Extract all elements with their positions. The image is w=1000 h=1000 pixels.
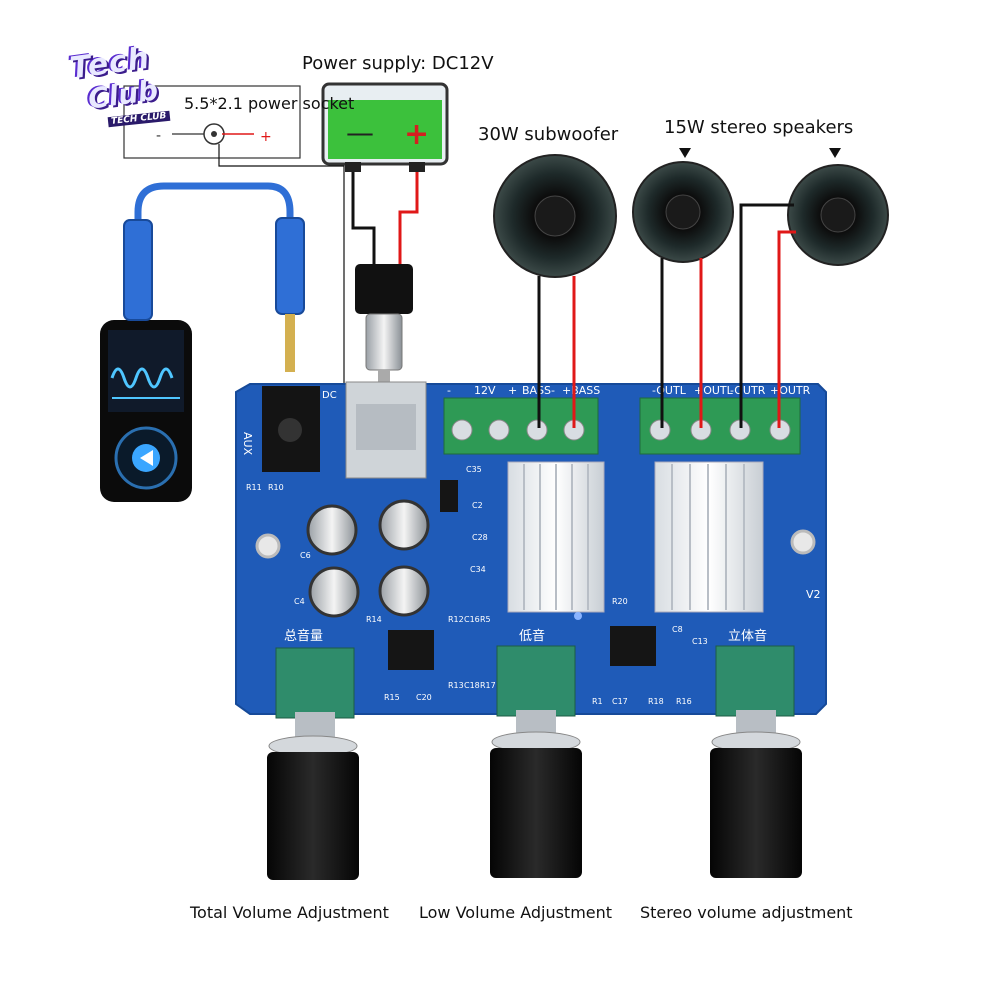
mp3-player bbox=[100, 320, 192, 502]
dc-barrel-plug bbox=[355, 264, 413, 384]
comp-18: C8 bbox=[672, 625, 683, 634]
stereo-speakers-label: 15W stereo speakers bbox=[664, 117, 854, 138]
arrow-left-speaker bbox=[679, 148, 691, 158]
knob-total-volume[interactable] bbox=[267, 712, 359, 880]
stereo-speaker-left bbox=[632, 161, 734, 263]
knob-label-total: 总音量 bbox=[284, 628, 323, 644]
knob-label-stereo: 立体音 bbox=[728, 628, 767, 644]
right-wire-red bbox=[777, 230, 796, 428]
comp-3: C2 bbox=[472, 501, 483, 510]
component-labels: R11 R10 C35 C2 C28 C34 C6 C4 R14 R12 C16… bbox=[246, 465, 708, 706]
comp-2: C35 bbox=[466, 465, 482, 474]
knob-stereo-volume[interactable] bbox=[710, 710, 802, 878]
amplifier-board bbox=[235, 381, 827, 719]
tech-club-logo: Tech Club TECH CLUB bbox=[48, 41, 198, 140]
aux-label: AUX bbox=[241, 432, 254, 456]
aux-pin bbox=[285, 314, 295, 372]
comp-4: C28 bbox=[472, 533, 488, 542]
knob-low-volume[interactable] bbox=[490, 710, 582, 878]
subwoofer-label: 30W subwoofer bbox=[478, 124, 619, 145]
stereo-speaker-right bbox=[787, 164, 889, 266]
term-label-7: -OUTR bbox=[730, 384, 766, 397]
comp-17: R20 bbox=[612, 597, 628, 606]
comp-11: R5 bbox=[480, 615, 491, 624]
comp-12: R15 bbox=[384, 693, 400, 702]
aux-plug-right bbox=[275, 217, 305, 315]
term-label-5: -OUTL bbox=[652, 384, 687, 397]
caption-total-volume: Total Volume Adjustment bbox=[190, 903, 389, 922]
socket-plus: + bbox=[260, 129, 272, 145]
comp-5: C34 bbox=[470, 565, 486, 574]
comp-6: C6 bbox=[300, 551, 311, 560]
battery-plus: + bbox=[404, 117, 429, 152]
comp-23: R16 bbox=[676, 697, 692, 706]
supply-wire-black bbox=[351, 172, 376, 266]
power-supply-label: Power supply: DC12V bbox=[302, 53, 494, 74]
comp-15: C18 bbox=[464, 681, 480, 690]
term-label-4: +BASS bbox=[562, 384, 600, 397]
term-label-2: + bbox=[508, 384, 517, 397]
arrow-right-speaker bbox=[829, 148, 841, 158]
comp-22: R18 bbox=[648, 697, 664, 706]
socket-wire bbox=[218, 144, 345, 398]
comp-8: R14 bbox=[366, 615, 382, 624]
knob-label-low: 低音 bbox=[519, 628, 545, 644]
comp-19: C13 bbox=[692, 637, 708, 646]
battery-minus: — bbox=[346, 116, 374, 149]
term-label-6: +OUTL bbox=[694, 384, 734, 397]
battery bbox=[321, 82, 449, 172]
comp-14: R13 bbox=[448, 681, 464, 690]
dc-label: DC bbox=[322, 390, 337, 401]
term-label-1: 12V bbox=[474, 384, 496, 397]
version-label: V2 bbox=[806, 588, 821, 601]
term-label-0: - bbox=[447, 384, 451, 397]
aux-plug-left bbox=[123, 219, 153, 321]
comp-7: C4 bbox=[294, 597, 305, 606]
comp-21: C17 bbox=[612, 697, 628, 706]
comp-9: R12 bbox=[448, 615, 464, 624]
term-label-8: +OUTR bbox=[770, 384, 811, 397]
logo-sub: TECH CLUB bbox=[107, 110, 170, 128]
comp-20: R1 bbox=[592, 697, 603, 706]
aux-cable bbox=[134, 182, 294, 320]
comp-10: C16 bbox=[464, 615, 480, 624]
caption-stereo-volume: Stereo volume adjustment bbox=[640, 903, 853, 922]
supply-wire-red bbox=[398, 172, 419, 266]
socket-minus: - bbox=[156, 128, 161, 144]
comp-0: R11 bbox=[246, 483, 262, 492]
comp-1: R10 bbox=[268, 483, 284, 492]
right-wire-black bbox=[739, 203, 794, 428]
subwoofer-speaker bbox=[493, 154, 617, 278]
comp-13: C20 bbox=[416, 693, 432, 702]
power-socket-label: 5.5*2.1 power socket bbox=[184, 94, 355, 113]
comp-16: R17 bbox=[480, 681, 496, 690]
caption-low-volume: Low Volume Adjustment bbox=[419, 903, 613, 922]
